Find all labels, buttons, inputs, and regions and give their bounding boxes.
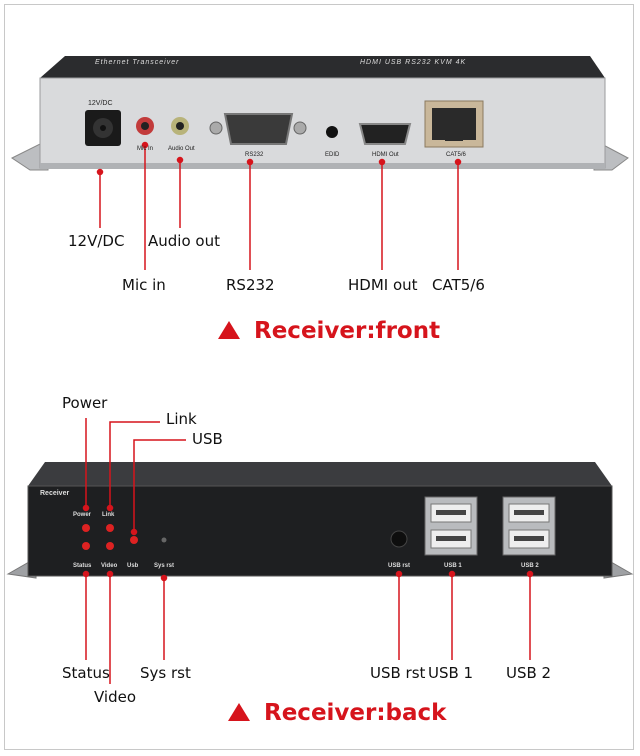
callout-status: Status (62, 664, 110, 682)
callout-video: Video (94, 688, 137, 706)
silk-edid: EDID (325, 152, 340, 158)
back-section-title: Receiver:back (228, 700, 446, 726)
silk-usb1: USB 1 (444, 563, 462, 569)
silk-dc: 12V/DC (88, 100, 113, 107)
triangle-icon (218, 321, 240, 339)
silk-usbrst: USB rst (388, 563, 411, 569)
callout-usb: USB (192, 430, 223, 448)
front-panel-bottom-edge (40, 163, 605, 169)
silk-sysrst: Sys rst (154, 563, 175, 569)
back-top-surface (28, 462, 612, 486)
hdmi-port (358, 123, 412, 145)
front-leader-lines (96, 141, 462, 270)
rs232-port (223, 113, 294, 145)
back-leader-lines (82, 418, 534, 684)
front-left-ear (11, 139, 49, 171)
callout-dc: 12V/DC (68, 232, 125, 250)
silk-status: Status (73, 563, 92, 569)
silk-rs232: RS232 (245, 152, 264, 158)
status-led-icon (82, 542, 90, 550)
silk-usb: Usb (127, 563, 139, 569)
silk-link: Link (102, 512, 115, 518)
front-title-text: Receiver:front (254, 318, 441, 344)
silk-usb2: USB 2 (521, 563, 539, 569)
callout-usb2: USB 2 (506, 664, 552, 682)
video-led-icon (106, 542, 114, 550)
silk-hdmi: HDMI Out (372, 152, 399, 158)
silk-mic: Mic In (137, 146, 154, 152)
callout-audio: Audio out (148, 232, 220, 250)
front-top-surface (40, 56, 605, 78)
usb1-port-stack (424, 496, 478, 556)
usb2-port-stack (502, 496, 556, 556)
silk-audio: Audio Out (168, 146, 195, 152)
front-section-title: Receiver:front (218, 318, 440, 344)
callout-link: Link (166, 410, 197, 428)
front-top-left-text: Ethernet Transceiver (95, 59, 180, 66)
callout-hdmi: HDMI out (348, 276, 418, 294)
callout-sysrst: Sys rst (140, 664, 191, 682)
silk-brand: Receiver (40, 490, 70, 497)
callout-cat: CAT5/6 (432, 276, 485, 294)
front-panel (39, 77, 606, 169)
back-title-text: Receiver:back (264, 700, 447, 726)
power-led-icon (82, 524, 90, 532)
led-group (82, 524, 138, 550)
callout-mic: Mic in (122, 276, 166, 294)
silk-power: Power (73, 512, 92, 518)
silk-cat: CAT5/6 (446, 152, 466, 158)
front-top-right-text: HDMI USB RS232 KVM 4K (360, 59, 467, 66)
image-frame (4, 4, 634, 750)
usb-rst-button (390, 530, 408, 548)
link-led-icon (106, 524, 114, 532)
edid-button (326, 126, 338, 138)
callout-usb1: USB 1 (428, 664, 474, 682)
triangle-icon (228, 703, 250, 721)
callout-usbrst: USB rst (370, 664, 426, 682)
silk-video: Video (101, 563, 118, 569)
callout-power: Power (62, 394, 108, 412)
callout-rs232: RS232 (226, 276, 275, 294)
sys-rst-button (161, 537, 167, 543)
usb-led-icon (130, 536, 138, 544)
